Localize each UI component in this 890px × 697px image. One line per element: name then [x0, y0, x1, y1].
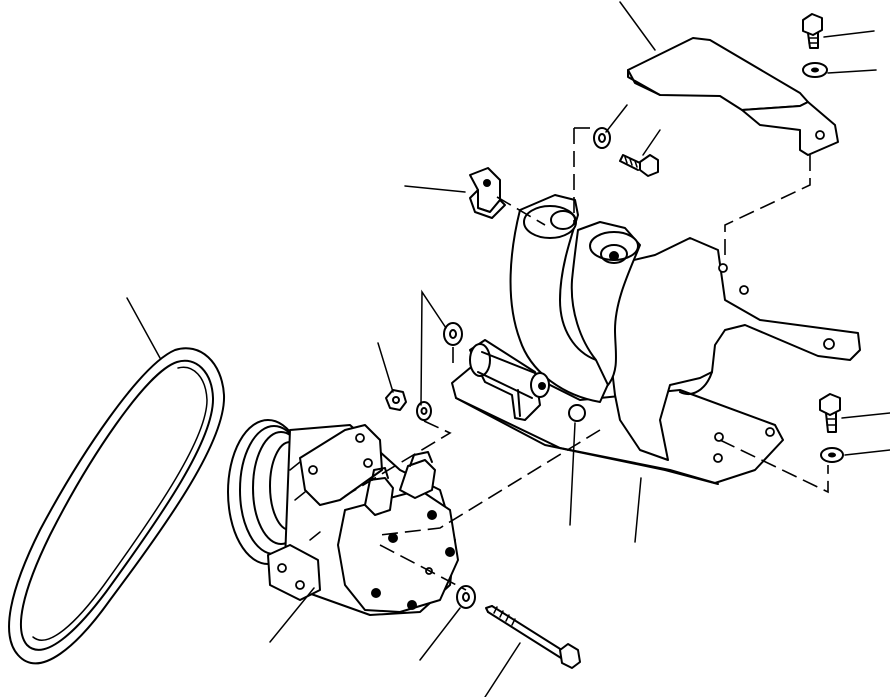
cover-plate: [627, 37, 839, 156]
assembly-lines: [344, 127, 829, 591]
leader-lines: [126, 1, 890, 697]
hardware: [385, 13, 844, 609]
ac-compressor: [227, 419, 459, 616]
wire-clip: [469, 167, 506, 219]
long-bolt: [485, 605, 581, 669]
mounting-bracket: [451, 194, 861, 485]
v-belt: [8, 347, 226, 665]
